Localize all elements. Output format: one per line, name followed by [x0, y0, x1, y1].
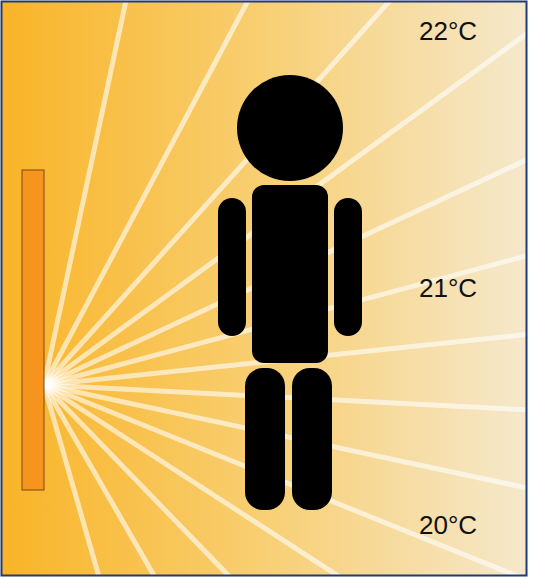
- heat-ray: [44, 2, 512, 385]
- warm-background: [2, 2, 526, 575]
- temperature-label: 21°C: [419, 275, 477, 301]
- temperature-label: 20°C: [419, 512, 477, 538]
- person-silhouette: [218, 75, 362, 510]
- person-arm: [334, 198, 362, 336]
- heat-rays: [44, 2, 526, 575]
- heat-ray: [44, 385, 237, 575]
- person-torso: [252, 185, 328, 363]
- heat-ray: [44, 385, 394, 575]
- person-head: [237, 75, 343, 181]
- frame-border: [2, 2, 527, 576]
- person-arm: [218, 198, 246, 336]
- person-leg: [292, 368, 332, 510]
- person-leg: [245, 368, 285, 510]
- radiant-heater: [22, 170, 44, 490]
- temperature-label: 22°C: [419, 18, 477, 44]
